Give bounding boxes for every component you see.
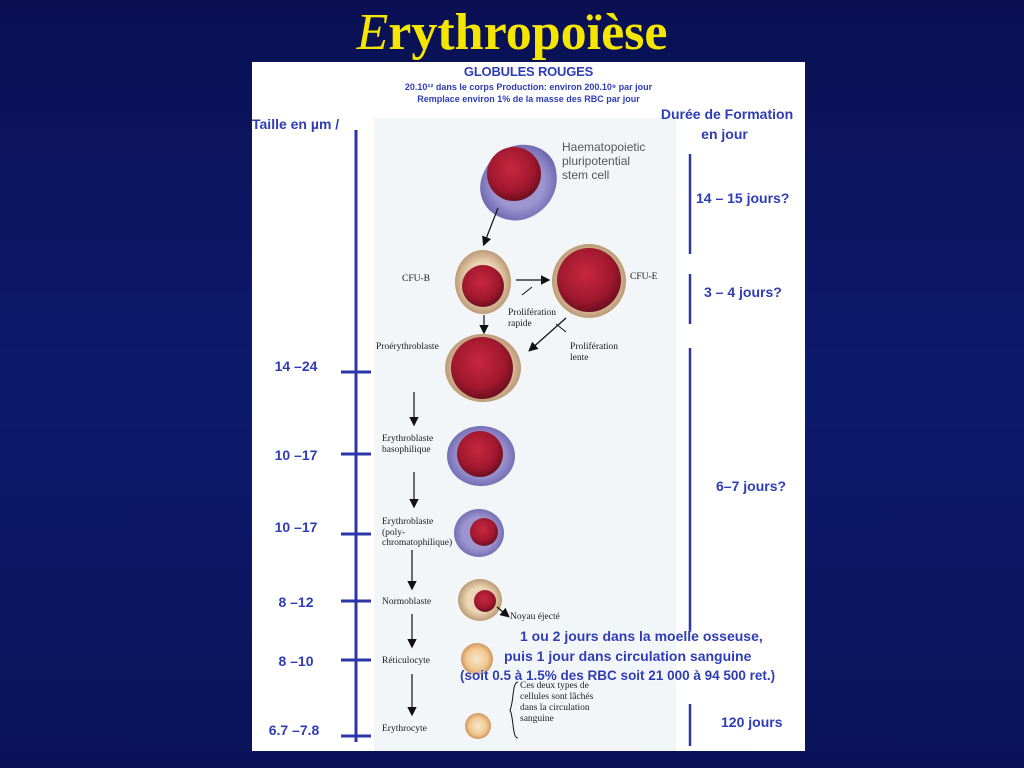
duration-erythrocyte: 120 jours [721,714,783,730]
label-reticulocyte: Réticulocyte [382,656,431,666]
duration-title-line2: en jour [701,126,748,142]
duration-stem: 14 – 15 jours? [696,190,790,206]
diagram-panel: GLOBULES ROUGES 20.10¹² dans le corps Pr… [252,62,805,751]
arrow-cfue-to-proerythro [528,317,567,352]
size-label-erythrocyte: 6.7 –7.8 [268,722,320,738]
slide-title: Erythropoïèse [0,2,1024,64]
duration-cfu: 3 – 4 jours? [704,284,782,300]
reticulocyte-cell [461,643,493,675]
stem-cell [480,144,557,221]
size-label-erythro-poly: 10 –17 [274,519,318,535]
erythro-poly-cell [454,509,504,557]
label-prolif-rapide: Prolifération rapide [508,308,557,329]
cfu-e-cell [552,244,626,318]
header-production-line: 20.10¹² dans le corps Production: enviro… [404,82,653,92]
size-axis [341,130,371,742]
size-label-proerythroblaste: 14 –24 [274,358,318,374]
header-title: GLOBULES ROUGES [463,64,594,79]
released-brace [509,681,519,739]
normoblaste-cell [458,579,502,621]
cfu-b-cell [455,250,511,314]
slide-title-initial: E [356,4,389,61]
label-erythro-baso: Erythroblaste basophilique [382,434,434,455]
reticulocyte-note-line2: puis 1 jour dans circulation sanguine [504,648,752,664]
prolif-lente-pointer [555,323,567,333]
label-erythro-poly: Erythroblaste (poly- chromatophilique) [382,517,453,548]
proerythroblaste-cell [445,334,521,402]
cells-background [374,118,676,751]
duration-erythroblast: 6–7 jours? [716,478,787,494]
erythro-baso-cell [447,426,515,486]
reticulocyte-note-line1: 1 ou 2 jours dans la moelle osseuse, [520,628,763,644]
size-label-normoblaste: 8 –12 [278,594,314,610]
slide-title-rest: rythropoïèse [388,4,668,61]
label-prolif-lente: Prolifération lente [570,342,619,363]
duration-title-line1: Durée de Formation [660,106,794,122]
header-replacement-line: Remplace environ 1% de la masse des RBC … [417,94,640,104]
size-label-reticulocyte: 8 –10 [278,653,314,669]
prolif-rapide-pointer [521,286,533,296]
label-proerythroblaste: Proérythroblaste [376,342,439,352]
label-cfu-e: CFU-E [630,272,658,282]
size-label-erythro-baso: 10 –17 [274,447,318,463]
arrow-noyau-ejecte [496,606,510,618]
reticulocyte-note-line3: (soit 0.5 à 1.5% des RBC soit 21 000 à 9… [460,668,776,683]
label-stem-cell: Haematopoietic pluripotential stem cell [562,140,646,182]
label-cfu-b: CFU-B [402,274,430,284]
label-erythrocyte: Erythrocyte [382,724,427,734]
label-normoblaste: Normoblaste [382,597,432,607]
axis-title: Taille en µm / [252,116,340,132]
arrow-stem-to-cfub [482,207,499,247]
label-noyau-ejecte: Noyau éjecté [510,612,560,622]
released-cells-note: Ces deux types de cellules sont lâchés d… [520,681,594,724]
erythrocyte-cell [465,713,491,739]
diagram-graphics [341,130,692,746]
